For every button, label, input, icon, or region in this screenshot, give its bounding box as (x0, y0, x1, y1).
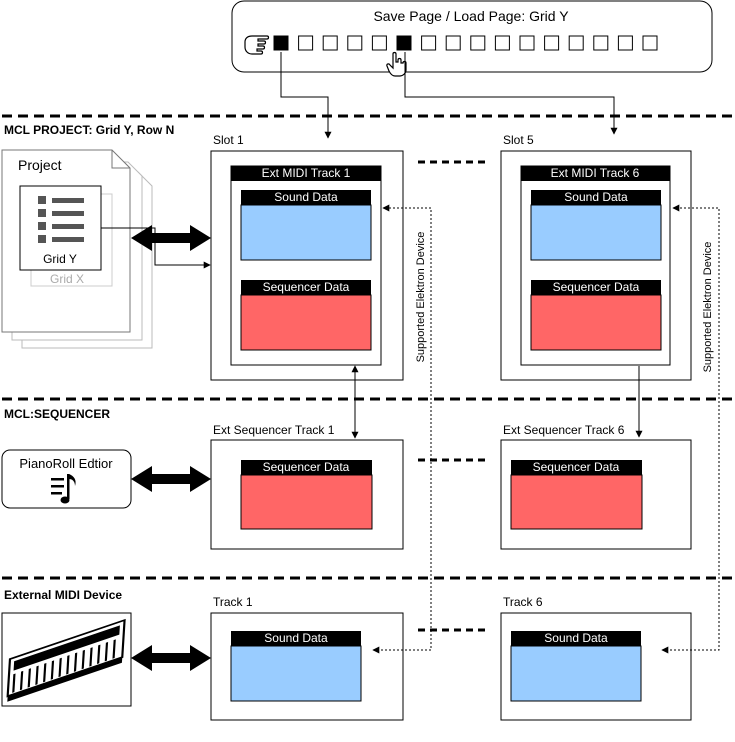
keyboard-key (112, 639, 116, 659)
slot-square[interactable] (519, 35, 535, 51)
slot-5: Slot 5 Ext MIDI Track 6 Sound Data Seque… (500, 133, 692, 381)
slot-square[interactable] (371, 35, 387, 51)
seq-track-1-block (240, 474, 373, 530)
seq-track-1-label: Ext Sequencer Track 1 (213, 423, 335, 437)
seq-track-6-block (510, 474, 643, 530)
keyboard-key (104, 642, 109, 662)
ext-track-1: Track 1 Sound Data (210, 595, 404, 721)
ext-track-6-block (510, 645, 642, 702)
keyboard-key (43, 663, 47, 683)
slot-square[interactable] (421, 35, 437, 51)
slot-square[interactable] (494, 35, 510, 51)
ext-track-1-label: Track 1 (213, 595, 253, 609)
keyboard-key (73, 652, 78, 672)
section-title-sequencer: MCL:SEQUENCER (4, 407, 110, 421)
dotted-path-device-1 (372, 204, 432, 654)
dotted-path-device-6 (661, 204, 720, 654)
slot-square[interactable] (298, 35, 314, 51)
slot-5-sound-block (530, 204, 662, 261)
slot-square[interactable] (593, 35, 609, 51)
slot-row (273, 35, 658, 51)
hand-pointer-icon (244, 35, 270, 55)
slot-1-sequencer-block (240, 294, 372, 351)
keyboard-icon (1, 612, 132, 707)
ext-track-1-block (230, 645, 362, 702)
slot-1: Slot 1 Ext MIDI Track 1 Sound Data Seque… (210, 133, 404, 381)
pianoroll-editor: PianoRoll Edtior (1, 449, 132, 509)
slot-square-filled[interactable] (273, 35, 289, 51)
slot-square-filled[interactable] (396, 35, 412, 51)
slot-5-track-title: Ext MIDI Track 6 (551, 166, 640, 180)
slot-1-sequencer-header: Sequencer Data (263, 280, 350, 294)
seq-track-1-header: Sequencer Data (263, 460, 350, 474)
slot-1-sound-header: Sound Data (274, 190, 338, 204)
connector-panel-slot5 (404, 52, 618, 135)
keyboard-key (35, 665, 39, 685)
slot-square[interactable] (470, 35, 486, 51)
slot-square[interactable] (642, 35, 658, 51)
ext-track-6: Track 6 Sound Data (500, 595, 692, 721)
slot-1-sound-block (240, 204, 372, 261)
vertical-label-6: Supported Elektron Device (702, 242, 714, 373)
save-load-panel: Save Page / Load Page: Grid Y (231, 0, 713, 77)
seq-track-6: Ext Sequencer Track 6 Sequencer Data (500, 423, 692, 550)
slot-1-label: Slot 1 (213, 133, 244, 147)
project-document: Project Grid X Grid Y (1, 149, 153, 349)
keyboard-key (89, 647, 93, 667)
music-notes-icon (51, 474, 76, 504)
pianoroll-label: PianoRoll Edtior (19, 456, 113, 471)
double-arrow-project (131, 225, 211, 251)
connector-grid-slot1 (101, 227, 211, 269)
double-arrow-pianoroll (131, 466, 211, 492)
list-icon (38, 196, 84, 243)
slot-square[interactable] (347, 35, 363, 51)
slot-square[interactable] (322, 35, 338, 51)
keyboard-key (81, 649, 85, 670)
slot-square[interactable] (568, 35, 584, 51)
section-title-external: External MIDI Device (4, 588, 122, 602)
keyboard-key (58, 657, 62, 678)
ext-track-6-label: Track 6 (503, 595, 543, 609)
seq-track-6-header: Sequencer Data (533, 460, 620, 474)
slot-5-sound-header: Sound Data (564, 190, 628, 204)
keyboard-key (97, 644, 101, 664)
slot-5-sequencer-header: Sequencer Data (553, 280, 640, 294)
keyboard-key (12, 673, 16, 693)
keyboard-key (19, 670, 24, 691)
seq-track-1: Ext Sequencer Track 1 Sequencer Data (210, 423, 404, 550)
grid-y-label: Grid Y (43, 252, 77, 266)
seq-track-6-label: Ext Sequencer Track 6 (503, 423, 625, 437)
slot-5-label: Slot 5 (503, 133, 534, 147)
save-load-title: Save Page / Load Page: Grid Y (373, 8, 569, 24)
slot-5-sequencer-block (530, 294, 662, 351)
section-title-project: MCL PROJECT: Grid Y, Row N (4, 123, 174, 137)
connector-panel-slot1 (280, 52, 332, 139)
slot-square[interactable] (544, 35, 560, 51)
keyboard-key (27, 668, 31, 688)
slot-square[interactable] (445, 35, 461, 51)
grid-x-label: Grid X (50, 272, 84, 286)
hand-click-icon (386, 51, 407, 77)
project-title: Project (18, 157, 62, 173)
ext-track-6-header: Sound Data (544, 631, 608, 645)
slot-1-track-title: Ext MIDI Track 1 (262, 166, 351, 180)
ext-track-1-header: Sound Data (264, 631, 328, 645)
keyboard-key (66, 655, 70, 675)
slot-square[interactable] (617, 35, 633, 51)
double-arrow-keyboard (131, 645, 211, 671)
vertical-label-1: Supported Elektron Device (415, 232, 427, 363)
keyboard-key (50, 660, 55, 680)
